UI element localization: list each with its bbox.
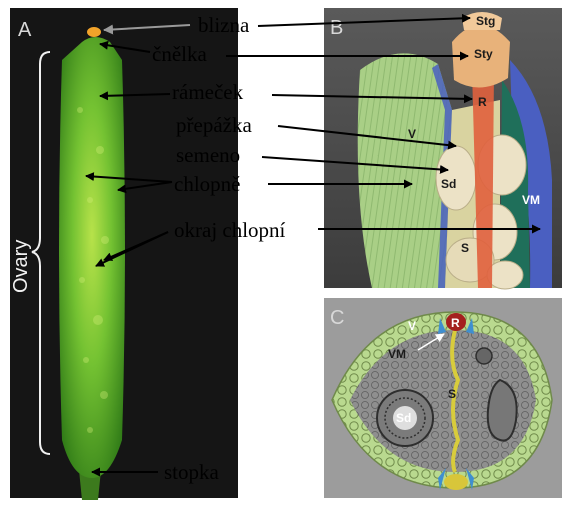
b-tag-r: R bbox=[478, 95, 487, 109]
b-tag-stg: Stg bbox=[476, 14, 495, 28]
c-replum-bottom bbox=[444, 474, 468, 490]
label-ramecek: rámeček bbox=[172, 80, 244, 104]
label-cnelka: čnělka bbox=[152, 42, 207, 66]
ovary-label: Ovary bbox=[10, 240, 32, 293]
b-tag-s: S bbox=[461, 241, 469, 255]
b-seed-5 bbox=[487, 261, 523, 289]
label-blizna: blizna bbox=[198, 13, 250, 37]
label-okraj: okraj chlopní bbox=[174, 218, 286, 242]
panel-c: C V R VM S Sd bbox=[324, 298, 562, 498]
label-stopka: stopka bbox=[164, 460, 220, 484]
label-prepazka: přepážka bbox=[176, 113, 252, 137]
stigma-shape bbox=[87, 27, 101, 37]
label-chlopne: chlopně bbox=[174, 172, 240, 196]
panel-c-letter: C bbox=[330, 307, 344, 329]
panel-b-letter: B bbox=[330, 17, 343, 39]
b-tag-sd: Sd bbox=[441, 177, 456, 191]
b-tag-v: V bbox=[408, 127, 416, 141]
c-tag-vm: VM bbox=[388, 347, 406, 361]
panel-b: B Stg Sty R V Sd VM S bbox=[324, 8, 562, 289]
c-tag-s: S bbox=[448, 387, 456, 401]
b-tag-sty: Sty bbox=[474, 47, 493, 61]
c-tag-r: R bbox=[451, 316, 460, 330]
b-tag-vm: VM bbox=[522, 193, 540, 207]
c-tag-sd: Sd bbox=[396, 411, 411, 425]
panel-a-letter: A bbox=[18, 19, 32, 41]
c-tag-v: V bbox=[408, 319, 416, 333]
label-semeno: semeno bbox=[176, 143, 240, 167]
